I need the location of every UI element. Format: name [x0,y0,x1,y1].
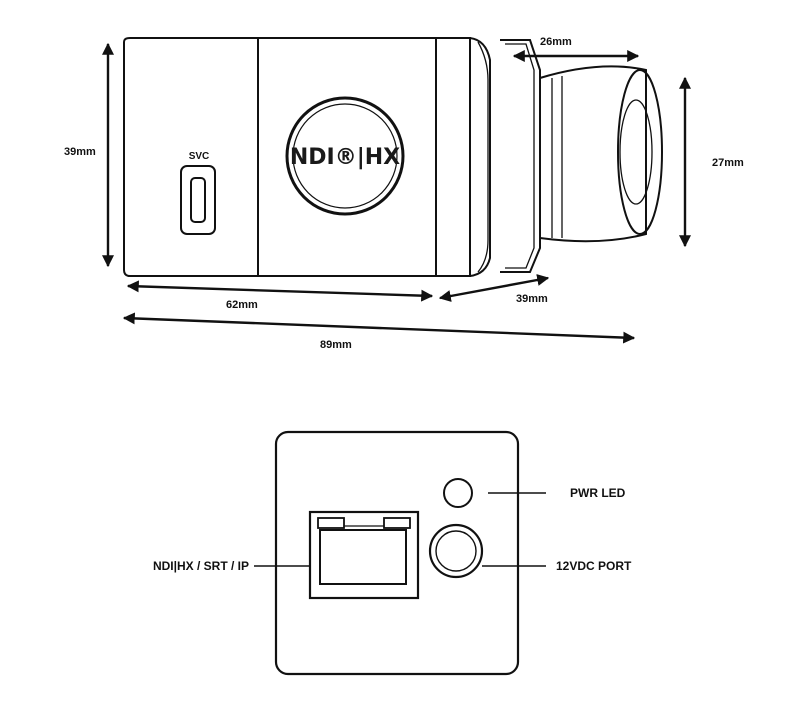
ethernet-port [308,510,420,600]
callout-pwr-led: PWR LED [570,486,626,500]
dim-body-height: 39mm [64,146,96,158]
dim-body-depth: 39mm [516,293,548,305]
callout-lines [254,492,546,567]
callout-ethernet: NDI|HX / SRT / IP [153,559,249,573]
pwr-led [443,478,473,508]
dim-lens-length: 26mm [540,36,572,48]
dim-body-length: 62mm [226,299,258,311]
rear-panel [274,430,520,676]
svc-label: SVC [189,151,210,162]
ndi-hx-logo-badge: NDI®|HX [285,96,405,216]
logo-text: NDI®|HX [290,145,400,170]
dc-power-port [428,523,484,579]
dimension-arrows [102,42,691,344]
svc-port: SVC [180,151,216,235]
callout-dc-port: 12VDC PORT [556,559,632,573]
camera-body [123,37,663,277]
dim-total-length: 89mm [320,339,352,351]
dim-lens-diameter: 27mm [712,157,744,169]
